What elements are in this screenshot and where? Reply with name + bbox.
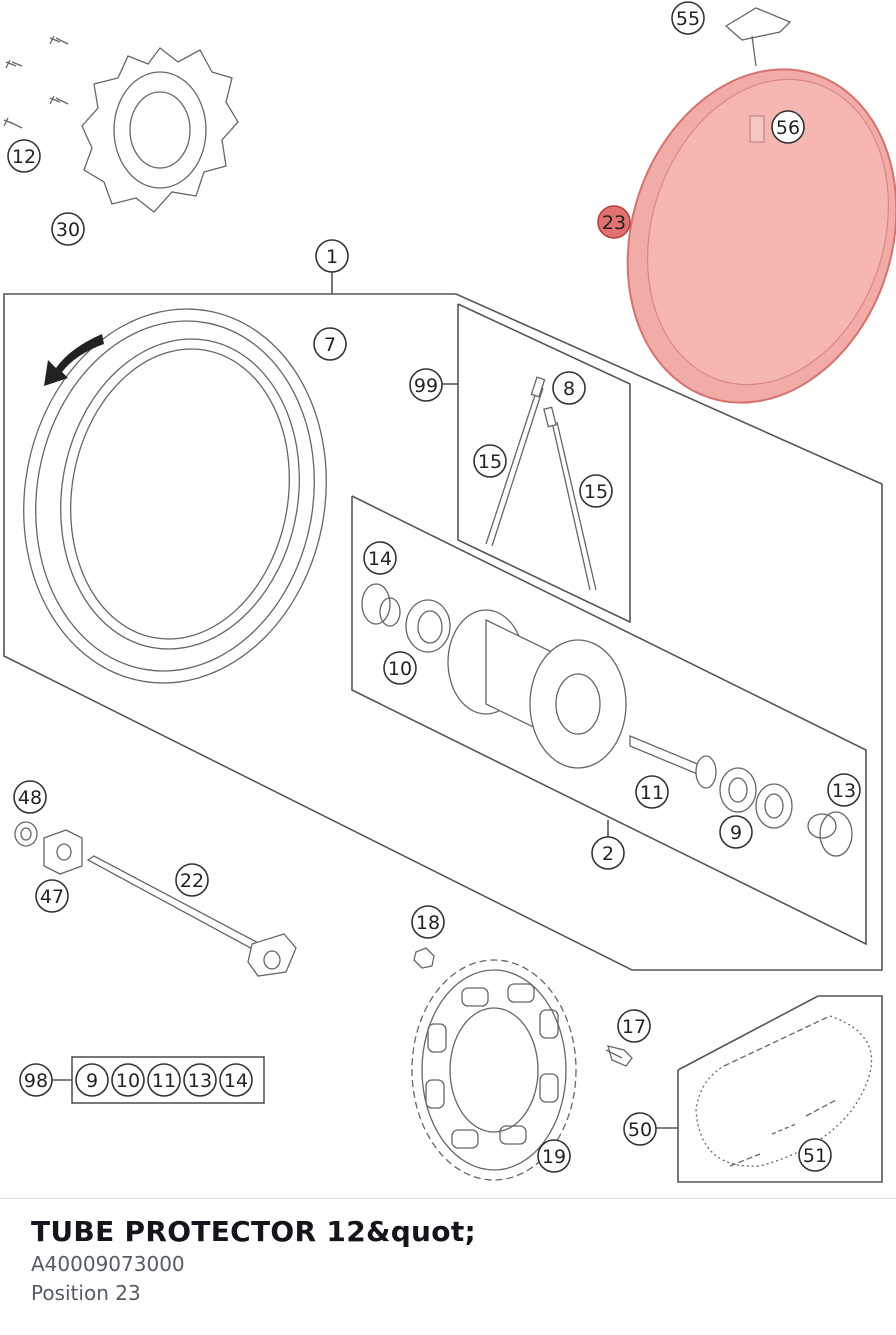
drive-chain[interactable] [695, 1015, 873, 1167]
svg-text:11: 11 [152, 1070, 176, 1092]
svg-text:15: 15 [584, 481, 608, 503]
svg-text:7: 7 [324, 334, 336, 356]
svg-text:51: 51 [803, 1145, 827, 1167]
callout-51[interactable]: 51 [798, 1138, 832, 1172]
kit-item-13[interactable]: 13 [183, 1063, 217, 1097]
svg-text:56: 56 [776, 117, 800, 139]
callout-47[interactable]: 47 [35, 879, 69, 913]
svg-text:17: 17 [622, 1016, 646, 1038]
kit-98-box [52, 1056, 265, 1104]
svg-text:15: 15 [478, 451, 502, 473]
axle-parts[interactable] [14, 821, 297, 977]
callout-9[interactable]: 9 [719, 815, 753, 849]
kit-item-11[interactable]: 11 [147, 1063, 181, 1097]
tire-clamp[interactable] [724, 7, 792, 67]
callout-15a[interactable]: 15 [473, 444, 507, 478]
part-number: A40009073000 [31, 1252, 185, 1277]
callout-14[interactable]: 14 [363, 541, 397, 575]
svg-text:12: 12 [12, 146, 36, 168]
callout-15b[interactable]: 15 [579, 474, 613, 508]
svg-text:13: 13 [188, 1070, 212, 1092]
brake-disc[interactable] [81, 47, 239, 213]
kit-item-10[interactable]: 10 [111, 1063, 145, 1097]
rotation-arrow-icon [44, 334, 104, 386]
svg-text:22: 22 [180, 870, 204, 892]
part-position: Position 23 [31, 1281, 141, 1306]
callout-55[interactable]: 55 [671, 1, 705, 35]
svg-text:10: 10 [388, 658, 412, 680]
svg-text:14: 14 [224, 1070, 248, 1092]
spokes[interactable] [485, 376, 597, 591]
kit-item-14[interactable]: 14 [219, 1063, 253, 1097]
callout-22[interactable]: 22 [175, 863, 209, 897]
callout-56[interactable]: 56 [771, 110, 805, 144]
callout-17[interactable]: 17 [617, 1009, 651, 1043]
callout-99[interactable]: 99 [409, 368, 443, 402]
svg-text:9: 9 [86, 1070, 98, 1092]
svg-text:2: 2 [602, 843, 614, 865]
tube-protector[interactable] [586, 34, 896, 438]
svg-text:11: 11 [640, 782, 664, 804]
svg-text:14: 14 [368, 548, 392, 570]
svg-text:47: 47 [40, 886, 64, 908]
callout-98[interactable]: 98 [19, 1063, 53, 1097]
svg-text:10: 10 [116, 1070, 140, 1092]
kit-item-9[interactable]: 9 [75, 1063, 109, 1097]
callout-1[interactable]: 1 [315, 239, 349, 273]
svg-text:19: 19 [542, 1146, 566, 1168]
callout-19[interactable]: 19 [537, 1139, 571, 1173]
svg-text:99: 99 [414, 375, 438, 397]
svg-text:8: 8 [563, 378, 575, 400]
svg-text:18: 18 [416, 912, 440, 934]
callout-2[interactable]: 2 [591, 836, 625, 870]
svg-text:30: 30 [56, 219, 80, 241]
svg-text:50: 50 [628, 1119, 652, 1141]
callout-18[interactable]: 18 [411, 905, 445, 939]
part-info-panel: TUBE PROTECTOR 12&quot; A40009073000 Pos… [31, 1214, 476, 1308]
callout-13[interactable]: 13 [827, 773, 861, 807]
callout-10[interactable]: 10 [383, 651, 417, 685]
callout-23[interactable]: 23 [597, 205, 631, 239]
callout-11[interactable]: 11 [635, 775, 669, 809]
svg-text:9: 9 [730, 822, 742, 844]
svg-text:55: 55 [676, 8, 700, 30]
callout-48[interactable]: 48 [13, 780, 47, 814]
chain-box [656, 995, 883, 1183]
sprocket-nuts-bolts[interactable] [413, 947, 633, 1067]
exploded-parts-diagram: 55 56 23 12 30 1 7 99 8 15 15 14 10 11 1… [0, 1, 896, 1183]
callout-30[interactable]: 30 [51, 212, 85, 246]
rear-sprocket[interactable] [411, 959, 577, 1181]
wheel-rim[interactable] [0, 285, 355, 707]
hub-assembly[interactable] [361, 583, 853, 857]
callout-8[interactable]: 8 [552, 371, 586, 405]
callout-7[interactable]: 7 [313, 327, 347, 361]
svg-text:1: 1 [326, 246, 338, 268]
svg-text:48: 48 [18, 787, 42, 809]
disc-screws[interactable] [3, 35, 69, 129]
svg-text:23: 23 [602, 212, 626, 234]
callout-50[interactable]: 50 [623, 1112, 657, 1146]
svg-text:98: 98 [24, 1070, 48, 1092]
divider [0, 1198, 896, 1199]
wheel-assembly-frame [3, 272, 883, 971]
part-name: TUBE PROTECTOR 12&quot; [31, 1215, 477, 1248]
svg-text:13: 13 [832, 780, 856, 802]
callout-12[interactable]: 12 [7, 139, 41, 173]
